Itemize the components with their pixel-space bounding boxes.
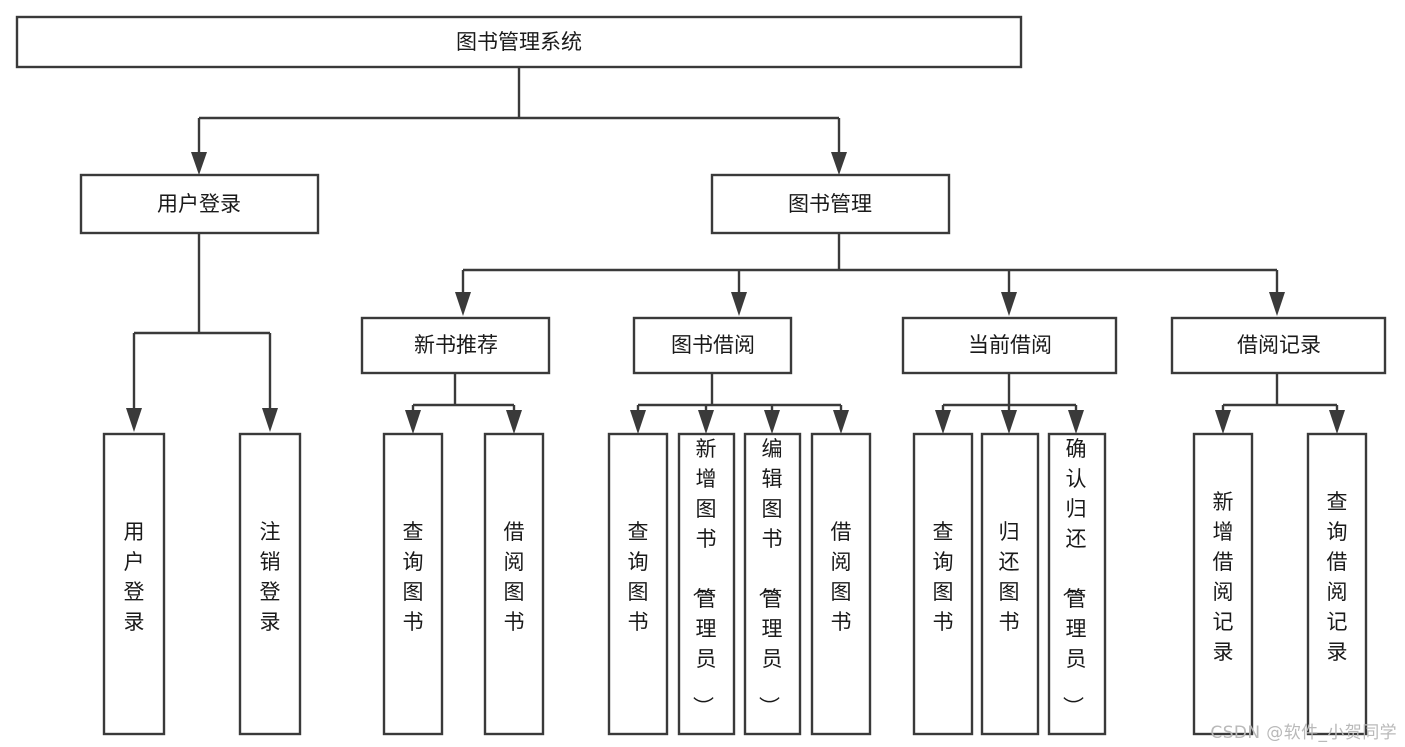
node-leaf-user-logout-box[interactable] <box>238 432 302 736</box>
node-leaf-query-book-2-box[interactable] <box>607 432 669 736</box>
node-leaf-add-book[interactable]: 新增图书（管理员） <box>677 432 736 736</box>
arrowhead-leaf-confirm-return <box>1068 410 1084 434</box>
node-new-book-rec-box[interactable] <box>360 316 551 375</box>
node-leaf-query-book-3-label: 查询图书 <box>933 520 954 634</box>
node-leaf-add-record[interactable]: 新增借阅记录 <box>1192 432 1254 736</box>
node-leaf-add-record-box[interactable] <box>1192 432 1254 736</box>
node-borrow-record-box[interactable] <box>1170 316 1387 375</box>
node-leaf-query-book-2[interactable]: 查询图书 <box>607 432 669 736</box>
node-leaf-query-book-1-label: 查询图书 <box>403 520 424 634</box>
arrowhead-leaf-query-book-2 <box>630 410 646 434</box>
node-book-borrow[interactable]: 图书借阅 <box>632 316 793 375</box>
arrowhead-book-mgmt <box>831 152 847 175</box>
node-leaf-query-record[interactable]: 查询借阅记录 <box>1306 432 1368 736</box>
arrowhead-current-borrow <box>1001 292 1017 316</box>
node-current-borrow-label: 当前借阅 <box>968 333 1052 357</box>
node-leaf-query-record-label: 查询借阅记录 <box>1327 490 1348 664</box>
node-leaf-user-login-box[interactable] <box>102 432 166 736</box>
arrowhead-leaf-edit-book <box>764 410 780 434</box>
node-leaf-add-book-box[interactable] <box>677 432 736 736</box>
node-book-mgmt[interactable]: 图书管理 <box>710 173 951 235</box>
node-leaf-edit-book-box[interactable] <box>743 432 802 736</box>
arrowhead-new-book-rec <box>455 292 471 316</box>
node-leaf-query-book-1-box[interactable] <box>382 432 444 736</box>
node-leaf-borrow-book-2-box[interactable] <box>810 432 872 736</box>
arrowhead-book-borrow <box>731 292 747 316</box>
node-leaf-return-book[interactable]: 归还图书 <box>980 432 1040 736</box>
node-leaf-edit-book-label: 编辑图书（管理员） <box>757 437 783 717</box>
node-root-box[interactable] <box>15 15 1023 69</box>
node-book-mgmt-box[interactable] <box>710 173 951 235</box>
node-leaf-user-logout-label: 注销登录 <box>260 520 281 634</box>
node-leaf-query-book-3-box[interactable] <box>912 432 974 736</box>
node-current-borrow[interactable]: 当前借阅 <box>901 316 1118 375</box>
node-leaf-add-record-label: 新增借阅记录 <box>1213 490 1234 664</box>
node-book-borrow-box[interactable] <box>632 316 793 375</box>
node-leaf-confirm-return-label: 确认归还（管理员） <box>1061 437 1087 717</box>
arrowhead-leaf-query-record <box>1329 410 1345 434</box>
arrowhead-leaf-user-login <box>126 408 142 432</box>
node-leaf-user-login-label: 用户登录 <box>124 520 145 634</box>
node-leaf-borrow-book-2[interactable]: 借阅图书 <box>810 432 872 736</box>
node-current-borrow-box[interactable] <box>901 316 1118 375</box>
connector-layer <box>126 67 1345 434</box>
node-leaf-add-book-label: 新增图书（管理员） <box>691 437 717 717</box>
arrowhead-leaf-borrow-book-1 <box>506 410 522 434</box>
watermark-credit: CSDN @软件_小贺同学 <box>1210 723 1397 743</box>
node-user-login-box[interactable] <box>79 173 320 235</box>
arrowhead-user-login <box>191 152 207 175</box>
arrowhead-leaf-add-record <box>1215 410 1231 434</box>
arrowhead-leaf-query-book-1 <box>405 410 421 434</box>
node-leaf-query-book-3[interactable]: 查询图书 <box>912 432 974 736</box>
node-leaf-user-login[interactable]: 用户登录 <box>102 432 166 736</box>
node-leaf-return-book-box[interactable] <box>980 432 1040 736</box>
arrowhead-leaf-user-logout <box>262 408 278 432</box>
node-borrow-record-label: 借阅记录 <box>1237 333 1321 357</box>
node-book-mgmt-label: 图书管理 <box>788 192 872 216</box>
node-leaf-borrow-book-2-label: 借阅图书 <box>831 520 852 634</box>
arrowhead-leaf-borrow-book-2 <box>833 410 849 434</box>
arrowhead-leaf-return-book <box>1001 410 1017 434</box>
node-new-book-rec-label: 新书推荐 <box>414 333 498 357</box>
node-leaf-query-record-box[interactable] <box>1306 432 1368 736</box>
node-user-login[interactable]: 用户登录 <box>79 173 320 235</box>
node-root[interactable]: 图书管理系统 <box>15 15 1023 69</box>
node-leaf-query-book-1[interactable]: 查询图书 <box>382 432 444 736</box>
arrowhead-borrow-record <box>1269 292 1285 316</box>
node-leaf-confirm-return[interactable]: 确认归还（管理员） <box>1047 432 1107 736</box>
node-leaf-edit-book[interactable]: 编辑图书（管理员） <box>743 432 802 736</box>
node-book-borrow-label: 图书借阅 <box>671 333 755 357</box>
node-borrow-record[interactable]: 借阅记录 <box>1170 316 1387 375</box>
node-leaf-user-logout[interactable]: 注销登录 <box>238 432 302 736</box>
node-leaf-borrow-book-1-label: 借阅图书 <box>504 520 525 634</box>
node-leaf-return-book-label: 归还图书 <box>999 520 1020 634</box>
node-leaf-borrow-book-1[interactable]: 借阅图书 <box>483 432 545 736</box>
node-leaf-confirm-return-box[interactable] <box>1047 432 1107 736</box>
arrowhead-leaf-add-book <box>698 410 714 434</box>
node-root-label: 图书管理系统 <box>456 30 582 54</box>
node-leaf-query-book-2-label: 查询图书 <box>628 520 649 634</box>
arrowhead-leaf-query-book-3 <box>935 410 951 434</box>
node-leaf-borrow-book-1-box[interactable] <box>483 432 545 736</box>
node-user-login-label: 用户登录 <box>157 192 241 216</box>
node-new-book-rec[interactable]: 新书推荐 <box>360 316 551 375</box>
